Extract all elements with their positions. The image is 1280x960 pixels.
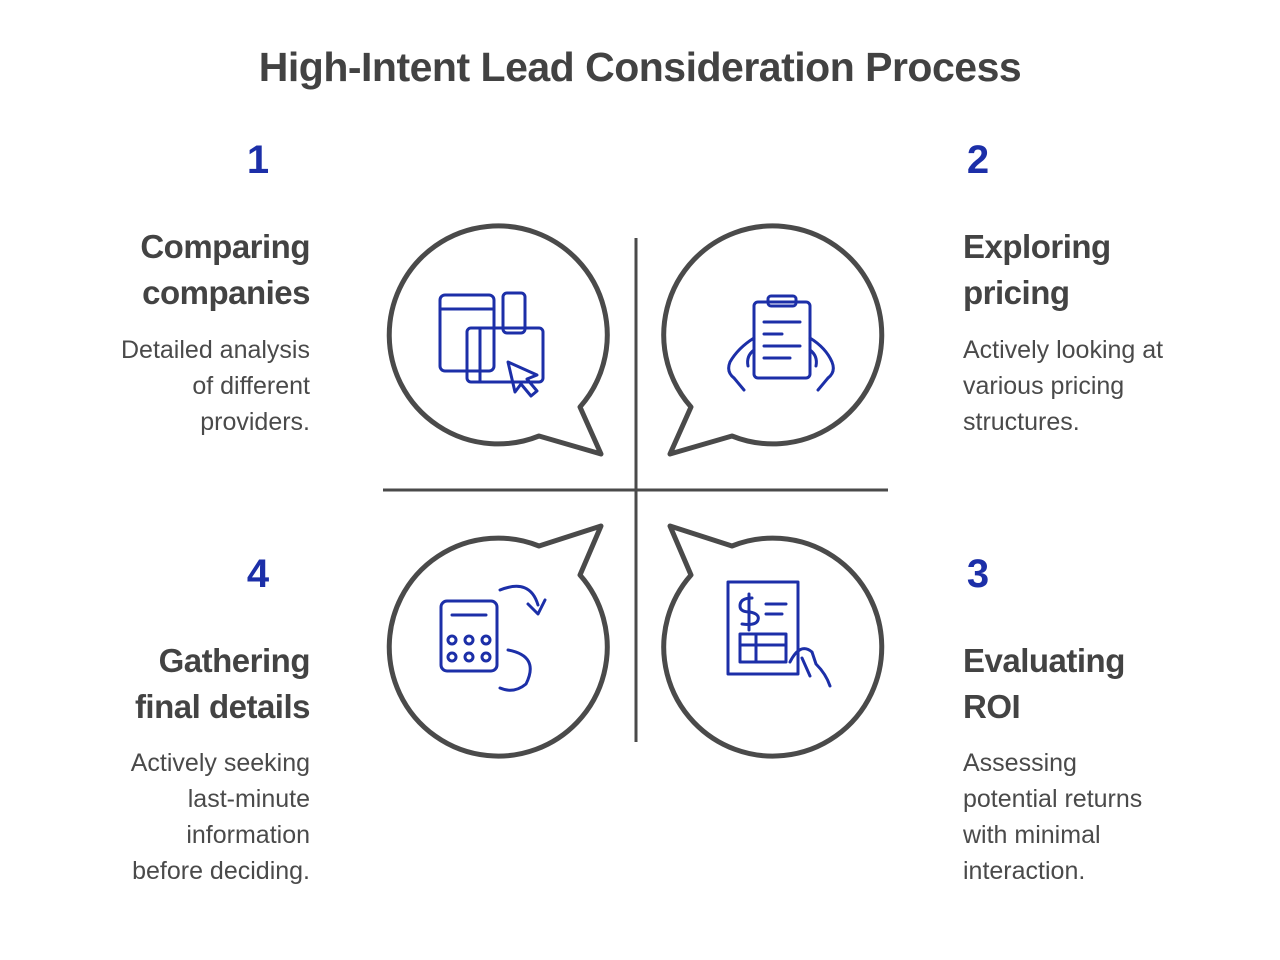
step-3-desc-line-2: potential returns — [963, 785, 1143, 813]
step-4-title: Gathering final details — [60, 638, 311, 730]
calculator-refresh-icon — [439, 584, 547, 692]
step-4-desc-line-3: information — [186, 821, 310, 849]
speech-bubble-2 — [661, 223, 885, 457]
speech-bubble-1 — [386, 223, 610, 457]
step-2-desc-line-1: Actively looking at — [963, 336, 1164, 364]
step-3-number: 3 — [966, 552, 990, 596]
step-2-title-line-1: Exploring — [963, 228, 1111, 265]
step-4-number: 4 — [246, 552, 270, 596]
step-4-desc-line-4: before deciding. — [132, 857, 310, 885]
step-2-desc-line-3: structures. — [963, 408, 1080, 436]
invoice-hand-icon — [726, 580, 832, 688]
speech-bubble-3 — [661, 523, 885, 759]
step-1-title-line-2: companies — [142, 274, 310, 311]
step-2-desc-line-2: various pricing — [963, 372, 1125, 400]
step-1-desc-line-2: of different — [192, 372, 310, 400]
step-3-title-line-1: Evaluating — [963, 642, 1125, 679]
step-4-desc-line-2: last-minute — [187, 785, 310, 813]
step-1-description: Detailed analysis of different providers… — [40, 332, 310, 440]
devices-compare-icon — [438, 291, 545, 398]
step-4-desc-line-1: Actively seeking — [130, 749, 310, 777]
step-1-number: 1 — [246, 138, 270, 182]
step-2-description: Actively looking at various pricing stru… — [963, 332, 1243, 440]
step-3-description: Assessing potential returns with minimal… — [963, 745, 1243, 889]
step-4-title-line-2: final details — [134, 688, 311, 725]
step-1-title-line-1: Comparing — [140, 228, 310, 265]
price-list-hands-icon — [727, 294, 835, 392]
step-4-title-line-1: Gathering — [158, 642, 311, 679]
step-2-title: Exploring pricing — [963, 224, 1223, 316]
step-2-number: 2 — [966, 138, 990, 182]
step-1-title: Comparing companies — [60, 224, 310, 316]
step-3-title: Evaluating ROI — [963, 638, 1223, 730]
step-4-description: Actively seeking last-minute information… — [40, 745, 310, 889]
step-3-desc-line-4: interaction. — [963, 857, 1086, 885]
step-2-title-line-2: pricing — [963, 274, 1070, 311]
step-1-desc-line-1: Detailed analysis — [121, 336, 310, 364]
step-3-desc-line-1: Assessing — [963, 749, 1077, 777]
diagram-title: High-Intent Lead Consideration Process — [258, 44, 1022, 90]
step-3-desc-line-3: with minimal — [963, 821, 1101, 849]
step-3-title-line-2: ROI — [963, 688, 1021, 725]
step-1-desc-line-3: providers. — [200, 408, 310, 436]
